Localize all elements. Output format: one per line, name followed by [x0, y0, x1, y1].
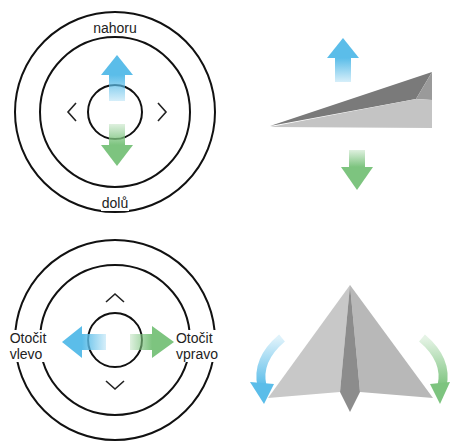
outer-ring	[15, 12, 215, 212]
direction-label: Otočit vpravo	[175, 330, 219, 362]
chevron-right	[158, 103, 166, 121]
chevron-up	[106, 294, 124, 302]
chevrons	[106, 294, 124, 389]
curved-arrow-right	[422, 338, 450, 404]
plane-top	[268, 285, 433, 412]
direction-label: Otočit vlevo	[9, 330, 48, 362]
arrow-left	[62, 326, 106, 358]
arrow-right	[130, 326, 174, 358]
arrow-up	[327, 38, 359, 82]
direction-label: nahoru	[92, 20, 138, 36]
joystick-pitch	[15, 12, 215, 212]
chevron-down	[106, 381, 124, 389]
arrow-down	[341, 150, 373, 190]
middle-ring	[40, 265, 190, 415]
direction-label: dolů	[101, 195, 129, 211]
chevrons	[68, 103, 166, 121]
curved-arrow-left	[250, 338, 282, 404]
arrow-down	[101, 124, 133, 166]
arrow-up	[101, 55, 133, 101]
middle-ring	[40, 37, 190, 187]
chevron-left	[68, 103, 76, 121]
